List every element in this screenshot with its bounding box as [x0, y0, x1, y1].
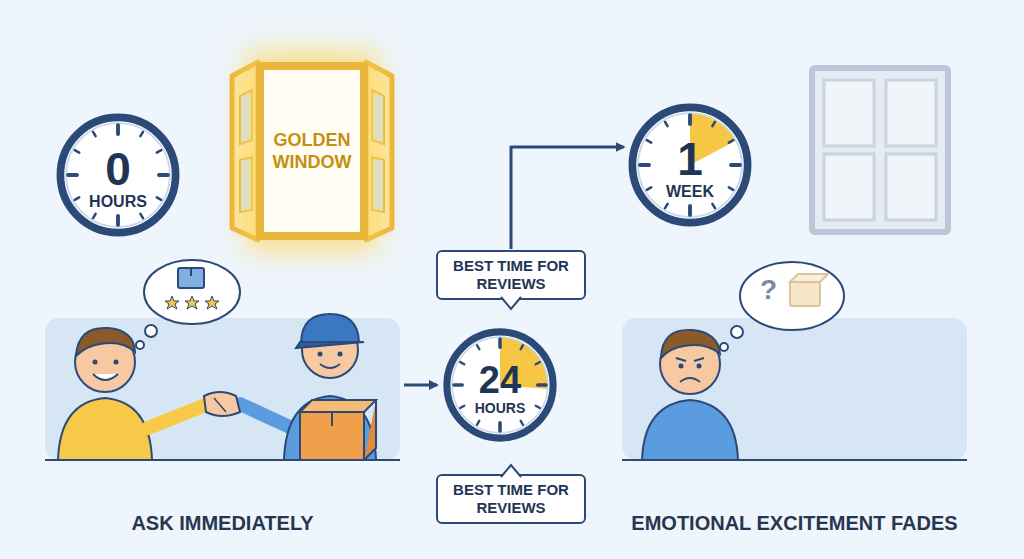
closed-window [812, 68, 948, 232]
clock-unit: WEEK [666, 184, 714, 200]
callout-text: BEST TIME FOR REVIEWS [452, 257, 570, 293]
clock-number: 24 [479, 361, 521, 399]
window-shutters [232, 62, 392, 240]
callout-tail [501, 464, 521, 476]
clock-number: 1 [677, 136, 703, 182]
callout-box: BEST TIME FOR REVIEWS [436, 474, 586, 524]
question-mark: ? [760, 276, 777, 304]
golden-window: GOLDEN WINDOW [256, 62, 368, 240]
clock: 24HOURS [441, 326, 559, 444]
scene-caption: ASK IMMEDIATELY [131, 512, 313, 535]
scene-panel: ASK IMMEDIATELY [45, 318, 400, 460]
clock-unit: HOURS [89, 194, 147, 210]
callout-box: BEST TIME FOR REVIEWS [436, 250, 586, 300]
handshake-scene [45, 260, 400, 460]
scene-caption: EMOTIONAL EXCITEMENT FADES [631, 512, 957, 535]
fading-scene [622, 262, 967, 460]
clock: 1WEEK [626, 101, 754, 229]
clock: 0HOURS [54, 111, 182, 239]
callout-tail [501, 298, 521, 310]
clock-unit: HOURS [475, 401, 526, 415]
flow-arrow [404, 384, 437, 387]
scene-panel: EMOTIONAL EXCITEMENT FADES [622, 318, 967, 460]
window-label: GOLDEN WINDOW [264, 129, 360, 174]
flow-arrow [511, 147, 624, 249]
callout-text: BEST TIME FOR REVIEWS [452, 481, 570, 517]
clock-number: 0 [105, 146, 131, 192]
